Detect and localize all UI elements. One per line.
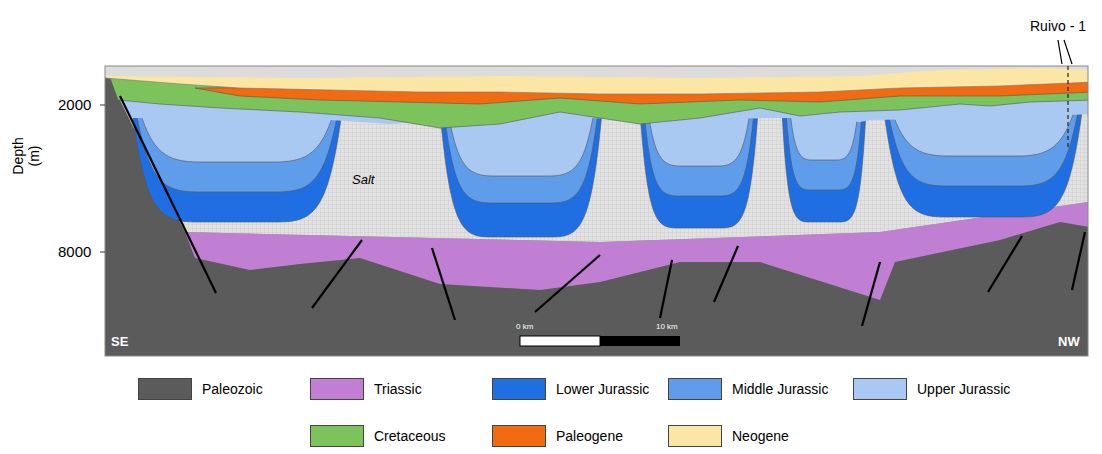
strata-layer (640, 112, 758, 228)
strata-layer (1072, 232, 1085, 290)
direction-label: SE (111, 334, 128, 350)
scale-label: 0 km (516, 322, 533, 332)
legend-label: Neogene (732, 428, 789, 444)
legend-swatch (492, 378, 546, 400)
scale-label: 10 km (656, 322, 678, 332)
legend-swatch (138, 378, 192, 400)
strata-layer (884, 112, 1082, 217)
legend-label: Lower Jurassic (556, 381, 649, 397)
strata-layer (432, 248, 455, 320)
strata-layer (105, 66, 1088, 78)
strata-layer (888, 112, 1078, 186)
legend-label: Cretaceous (374, 428, 446, 444)
well-name: Ruivo - 1 (1030, 18, 1086, 34)
depth-tick: 8000 (58, 244, 91, 260)
depth-tick: 2000 (58, 97, 91, 113)
strata-layer (120, 96, 216, 293)
salt-label: Salt (352, 172, 374, 188)
axis-title: Depth (m) (10, 134, 42, 178)
legend-label: Paleozoic (202, 381, 263, 397)
strata-layer (714, 246, 738, 302)
legend-swatch (310, 425, 364, 447)
strata-layer (644, 112, 754, 196)
strata-layer (105, 66, 1088, 356)
strata-layer (988, 236, 1022, 292)
legend-label: Triassic (374, 381, 422, 397)
strata-layer (136, 112, 338, 192)
strata-layer (535, 255, 600, 312)
legend-swatch (310, 378, 364, 400)
legend-swatch (853, 378, 907, 400)
strata-layer (660, 260, 672, 318)
direction-label: NW (1058, 334, 1080, 350)
strata-layer (132, 112, 342, 222)
legend-label: Upper Jurassic (917, 381, 1010, 397)
strata-layer (440, 112, 602, 237)
strata-layer (786, 112, 862, 190)
strata-layer (862, 262, 880, 326)
legend-swatch (668, 378, 722, 400)
legend-label: Paleogene (556, 428, 623, 444)
strata-layer (782, 112, 866, 222)
strata-layer (312, 240, 362, 308)
legend-swatch (492, 425, 546, 447)
legend-swatch (668, 425, 722, 447)
legend-label: Middle Jurassic (732, 381, 828, 397)
